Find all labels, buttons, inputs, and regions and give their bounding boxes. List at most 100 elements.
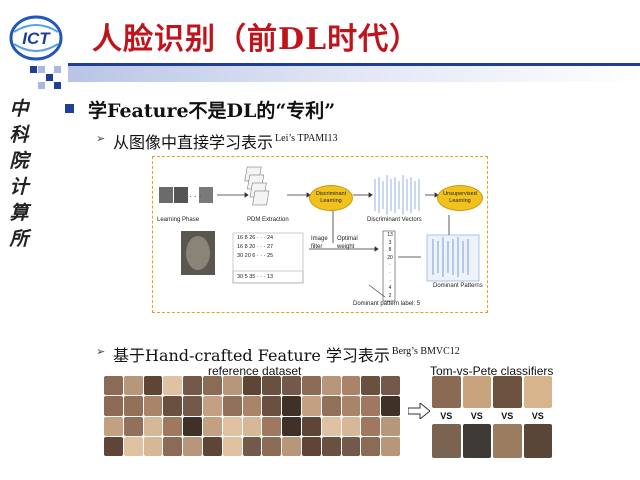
optimal-weight-label: Optimal weight [337,236,358,250]
reference-dataset-caption: reference dataset [208,364,302,378]
face-thumbnail [222,436,242,456]
tom-faces-row [432,376,552,408]
face-thumbnail [432,376,461,408]
face-thumbnail [262,396,282,416]
vector-value: 20 [387,254,393,261]
face-thumbnail [104,396,123,416]
face-thumbnail [462,424,491,458]
vector-value: 13 [387,232,393,238]
matrix-row: 16 8 26 · · · 24 [237,235,274,241]
face-thumbnail [123,436,143,456]
face-thumbnail [321,436,341,456]
face-thumbnail [104,436,123,456]
face-thumbnail [341,396,361,416]
face-thumbnail [163,376,183,396]
face-thumbnail [143,376,163,396]
face-thumbnail [123,416,143,436]
sub-item-2-text: 基于Hand-crafted Feature 学习表示 [113,346,390,365]
face-thumbnail [341,416,361,436]
face-thumbnail [104,376,123,396]
face-thumbnail [341,376,361,396]
matrix-row: 30 20 6 · · · 25 [237,253,274,259]
face-thumbnail [123,376,143,396]
face-thumbnail [361,376,381,396]
bullet-text: 学Feature不是DL的“专利” [88,100,336,122]
tom-vs-pete-caption: Tom-vs-Pete classifiers [430,364,554,378]
face-thumbnail [242,396,262,416]
sub-item-1-ref: Lei’s TPAMI13 [275,133,338,144]
face-thumbnail [282,396,301,416]
sub-arrow-icon: ➢ [96,345,106,358]
face-thumbnail [242,416,262,436]
matrix-row: 16 8 20 · · · 27 [237,244,274,250]
face-thumbnail [202,436,222,456]
face-thumbnail [143,396,163,416]
face-thumbnail [381,396,400,416]
dominant-patterns-label: Dominant Patterns [433,283,483,289]
face-thumbnail [222,416,242,436]
face-thumbnail [361,436,381,456]
face-thumbnail [523,424,552,458]
face-thumbnail [361,416,381,436]
face-thumbnail [222,396,242,416]
face-thumbnail [381,436,400,456]
face-thumbnail [523,376,552,408]
decor-square [46,74,53,81]
face-thumbnail [183,416,202,436]
face-thumbnail [282,376,301,396]
face-thumbnail [493,376,522,408]
header-band [68,66,640,82]
face-thumbnail [202,416,222,436]
bullet-square [65,104,74,113]
face-thumbnail [301,396,321,416]
header-rule [68,63,640,66]
side-calligraphy: 中科院计算所 [9,98,29,250]
page-title: 人脸识别（前DL时代） [92,22,421,57]
face-thumbnail [301,416,321,436]
face-thumbnail [262,376,282,396]
vector-value: · [389,277,391,284]
unsupervised-learning-node: Unsupervised Learning [437,185,483,211]
sub-arrow-icon: ➢ [96,132,106,145]
sub-item-1-text: 从图像中直接学习表示 [113,133,274,152]
logo-text: ICT [22,29,51,48]
vector-value: 8 [388,247,392,254]
learning-figure: Learning Phase · · · PDM Extraction Disc… [152,156,488,313]
vector-value: 4 [388,285,392,292]
face-thumbnail [104,416,123,436]
reference-face-grid [104,376,400,456]
face-thumbnail [282,416,301,436]
face-thumbnail [202,376,222,396]
face-thumbnail [301,436,321,456]
face-thumbnail [262,436,282,456]
face-thumbnail [301,376,321,396]
face-thumbnail [143,436,163,456]
decor-square [54,82,61,89]
face-thumbnail [361,396,381,416]
matrix-row: 30 5 35 · · · 13 [237,274,274,280]
ict-logo: ICT [8,12,64,62]
face-thumbnail [222,376,242,396]
face-thumbnail [123,396,143,416]
face-thumbnail [381,376,400,396]
decor-square [38,82,45,89]
vs-label: VS [501,411,514,421]
pdm-extraction-label: PDM Extraction [247,217,289,223]
vector-value: 2 [388,292,392,299]
face-thumbnail [183,396,202,416]
face-thumbnail [341,436,361,456]
sub-item-2-ref: Berg’s BMVC12 [391,346,460,357]
face-thumbnail [381,416,400,436]
face-thumbnail [321,376,341,396]
learning-phase-label: Learning Phase [157,217,200,223]
dominant-pattern-label-text: Dominant pattern label: 5 [353,301,421,307]
face-thumbnail [432,424,461,458]
vector-value: · [389,262,391,269]
face-thumbnail [321,416,341,436]
face-thumbnail [242,436,262,456]
face-thumbnail [163,436,183,456]
face-thumbnail [493,424,522,458]
face-thumbnail [143,416,163,436]
face-thumbnail [321,396,341,416]
